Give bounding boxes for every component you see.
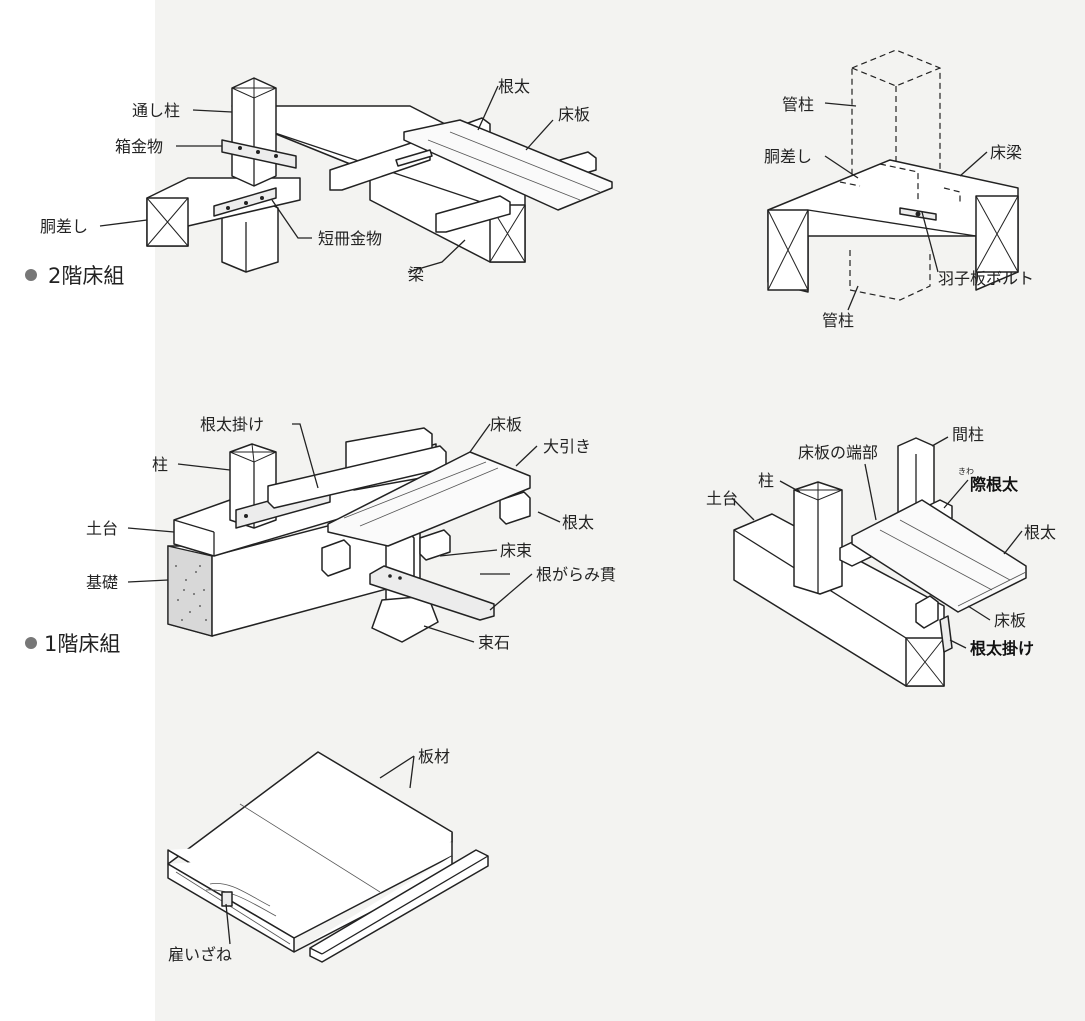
label-neda-1: 根太 [498,77,530,96]
label-hari: 梁 [408,265,424,284]
diagram-floor2-framing [146,77,613,273]
label-dousashi: 胴差し [40,217,88,236]
label-negaraminuki: 根がらみ貫 [536,565,616,584]
left-margin [0,0,160,1021]
label-dodai: 土台 [86,519,118,538]
label-yukabari: 床梁 [990,143,1022,162]
label-hashira: 柱 [152,455,168,474]
label-toshibashira: 通し柱 [132,101,180,120]
label-nedakake-2: 根太掛け [970,639,1034,658]
label-tsukaishi: 束石 [478,633,510,652]
label-kiso: 基礎 [86,573,118,592]
label-hakokanamono: 箱金物 [115,137,163,156]
label-kiwaneda: 際根太 [970,475,1019,494]
label-yukaita-tanbu: 床板の端部 [798,443,878,462]
label-yukaita-4: 床板 [994,611,1026,630]
yatoizane-spline [309,849,489,963]
nedakake-ledger-2 [939,615,953,653]
label-neda-3: 根太 [562,513,594,532]
kudabashira-lower-dashed [849,250,931,301]
section-title-floor1: 1階床組 [44,632,120,656]
diagram-beam-joint [767,49,1019,301]
tsukaishi-stone [371,595,439,643]
label-tanzakukanamono: 短冊金物 [318,229,382,248]
yukaita-board [403,119,613,211]
label-dousashi-2: 胴差し [764,147,812,166]
label-yatoizane: 雇いざね [168,945,232,964]
bullet-floor1 [25,637,37,649]
label-oobiki: 大引き [543,437,591,456]
ruby-kiwa: きわ [958,467,974,476]
label-kudabashira-top: 管柱 [782,95,814,114]
labels: 通し柱 箱金物 胴差し 短冊金物 梁 根太 床板 2階床組 1階床組 管柱 胴差… [25,77,1056,964]
label-hashira-2: 柱 [758,471,774,490]
section-title-floor2: 2階床組 [48,264,124,288]
itazai-board-lower [167,863,295,953]
yukaita-board-2 [851,499,1027,613]
diagram-floor-edge [733,437,1027,687]
label-neda-4: 根太 [1024,523,1056,542]
bullet-floor2 [25,269,37,281]
yatoizane-spline-end [221,891,233,907]
label-hagoitabolt: 羽子板ボルト [938,269,1034,288]
label-yukazuka: 床束 [500,541,532,560]
label-dodai-2: 土台 [706,489,738,508]
label-yukaita-1: 床板 [558,105,590,124]
negarami-nuki [369,565,495,621]
neda-joist-2 [435,195,511,233]
label-madobashira: 間柱 [952,425,984,444]
leader-lines [99,85,1023,945]
label-nedakake: 根太掛け [200,415,264,434]
label-itazai: 板材 [418,747,450,766]
diagram-floor1-framing [167,427,531,643]
diagram-boards [167,751,489,963]
label-yukaita-3: 床板 [490,415,522,434]
label-kudabashira-bottom: 管柱 [822,311,854,330]
